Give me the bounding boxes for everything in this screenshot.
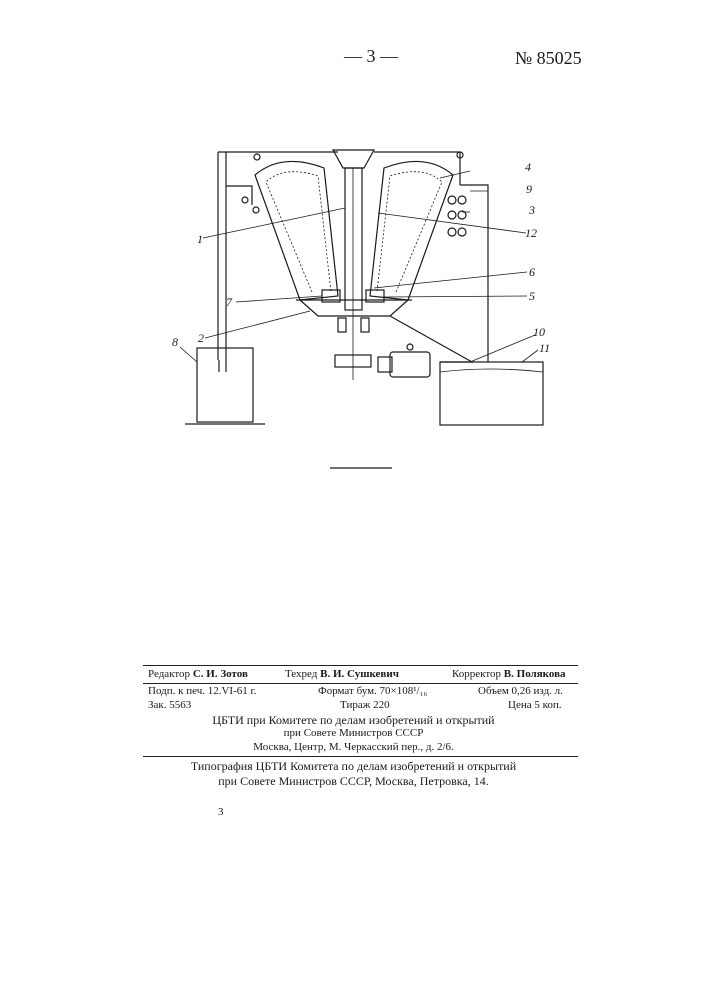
central-shaft (345, 168, 362, 310)
volume: Объем 0,26 изд. л. (478, 685, 563, 697)
callout-1: 1 (197, 232, 203, 246)
imprint-rule-top (143, 665, 578, 666)
callout-2: 2 (198, 331, 204, 345)
apparatus-drawing: 1 2 3 4 5 6 7 8 9 10 11 12 (0, 0, 707, 480)
callout-4: 4 (525, 160, 531, 174)
imprint-rule-bottom (143, 756, 578, 757)
tank-8 (197, 348, 253, 422)
feed-hopper (333, 150, 374, 168)
footer-page-mark: 3 (218, 806, 224, 818)
callout-6: 6 (529, 265, 535, 279)
motor (390, 352, 430, 377)
callout-8: 8 (172, 335, 178, 349)
tank-11 (440, 362, 543, 425)
discharge-chute (390, 316, 472, 362)
callout-11: 11 (539, 341, 550, 355)
callout-10: 10 (533, 325, 545, 339)
printer-line1: Типография ЦБТИ Комитета по делам изобре… (0, 759, 707, 774)
left-cone (255, 161, 338, 300)
imprint-rule-2 (143, 683, 578, 684)
tech-editor-credit: Техред В. И. Сушкевич (285, 668, 399, 680)
right-cone (370, 161, 453, 300)
order-number: Зак. 5563 (148, 699, 191, 711)
callout-3: 3 (528, 203, 535, 217)
editor-credit: Редактор С. И. Зотов (148, 668, 248, 680)
corrector-credit: Корректор В. Полякова (452, 668, 566, 680)
publisher-address: Москва, Центр, М. Черкасский пер., д. 2/… (0, 741, 707, 753)
callout-12: 12 (525, 226, 537, 240)
printer-line2: при Совете Министров СССР, Москва, Петро… (0, 774, 707, 789)
signed-date: Подп. к печ. 12.VI-61 г. (148, 685, 257, 697)
print-run: Тираж 220 (340, 699, 390, 711)
price: Цена 5 коп. (508, 699, 562, 711)
callout-7: 7 (226, 295, 233, 309)
publisher-line2: при Совете Министров СССР (0, 727, 707, 739)
left-frame-pipe (218, 152, 226, 360)
callout-5: 5 (529, 289, 535, 303)
callout-9: 9 (526, 182, 532, 196)
publisher-line1: ЦБТИ при Комитете по делам изобретений и… (0, 713, 707, 728)
paper-format: Формат бум. 70×108¹/₁₆ (318, 685, 427, 697)
